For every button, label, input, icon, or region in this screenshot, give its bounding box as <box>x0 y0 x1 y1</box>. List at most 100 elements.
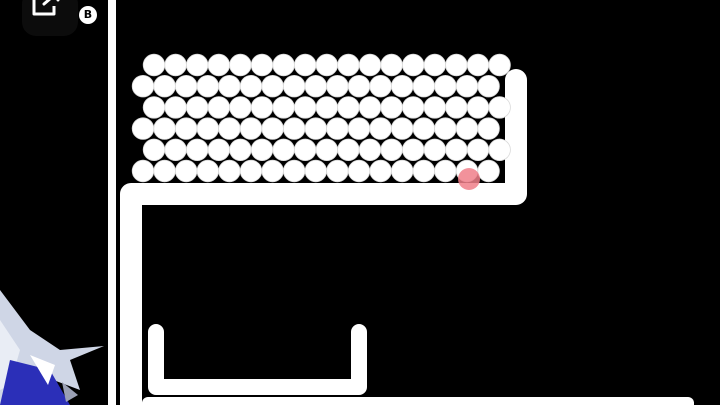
ball <box>153 74 176 98</box>
ball <box>207 138 231 162</box>
ball <box>369 74 392 98</box>
ball <box>272 53 295 77</box>
side-panel: B <box>0 0 108 405</box>
ball <box>250 53 274 77</box>
ball <box>218 74 241 98</box>
panel-divider <box>108 0 116 405</box>
bottom-floor <box>142 397 694 405</box>
ball <box>391 117 414 140</box>
ball <box>347 74 371 98</box>
ball <box>477 74 500 98</box>
ball <box>131 74 155 98</box>
ball <box>294 138 317 162</box>
ball <box>402 53 425 77</box>
ball <box>412 117 436 140</box>
ball <box>455 74 479 98</box>
ball <box>369 117 392 140</box>
ball <box>294 53 317 77</box>
ball <box>434 74 457 98</box>
ball <box>185 138 209 162</box>
ball <box>434 159 457 183</box>
ball <box>196 74 220 98</box>
ball <box>455 117 479 140</box>
ball <box>315 53 339 77</box>
ball <box>488 53 511 77</box>
ball <box>347 117 371 140</box>
ball <box>229 138 252 162</box>
ball <box>131 159 155 183</box>
ball <box>358 53 382 77</box>
ball <box>142 96 166 119</box>
ball <box>164 53 187 77</box>
ball <box>272 138 295 162</box>
ball <box>391 74 414 98</box>
ball <box>423 53 447 77</box>
ball <box>466 138 490 162</box>
ball <box>445 138 468 162</box>
ball <box>294 96 317 119</box>
ball <box>304 117 328 140</box>
ball <box>369 159 392 183</box>
ball <box>261 74 284 98</box>
ball <box>174 117 198 140</box>
ball <box>283 74 306 98</box>
ball <box>337 53 360 77</box>
exit-button[interactable]: B <box>22 0 97 36</box>
ball <box>261 117 284 140</box>
ball <box>283 117 306 140</box>
ball-pile <box>131 53 511 190</box>
ball <box>337 96 360 119</box>
ball <box>337 138 360 162</box>
play-area[interactable] <box>116 0 720 405</box>
ball <box>380 96 403 119</box>
ball <box>380 138 403 162</box>
ball <box>207 96 231 119</box>
cup-container <box>148 324 367 395</box>
ball <box>326 74 349 98</box>
ball <box>304 159 328 183</box>
ball <box>326 117 349 140</box>
ball <box>423 138 447 162</box>
ball <box>402 138 425 162</box>
ball <box>434 117 457 140</box>
ball <box>445 96 468 119</box>
ball <box>142 138 166 162</box>
ball <box>229 96 252 119</box>
ball <box>185 53 209 77</box>
ball <box>250 96 274 119</box>
ball <box>315 138 339 162</box>
ball <box>131 117 155 140</box>
ball <box>347 159 371 183</box>
ball <box>261 159 284 183</box>
ball <box>412 159 436 183</box>
ball <box>153 159 176 183</box>
ball <box>391 159 414 183</box>
ball <box>304 74 328 98</box>
ball <box>196 159 220 183</box>
ball <box>229 53 252 77</box>
ball <box>326 159 349 183</box>
highlighted-ball[interactable] <box>458 168 480 190</box>
ball <box>477 117 500 140</box>
ball <box>488 138 511 162</box>
ball <box>207 53 231 77</box>
upper-shelf-wall <box>120 69 527 405</box>
exit-icon <box>32 0 60 16</box>
ball <box>380 53 403 77</box>
ball <box>358 96 382 119</box>
ball <box>153 117 176 140</box>
ball <box>239 117 263 140</box>
ball <box>423 96 447 119</box>
ball <box>164 138 187 162</box>
ball <box>239 74 263 98</box>
ball <box>239 159 263 183</box>
ball <box>358 138 382 162</box>
ball <box>477 159 500 183</box>
ball <box>218 117 241 140</box>
ball <box>466 53 490 77</box>
ball <box>218 159 241 183</box>
ball <box>272 96 295 119</box>
ball <box>250 138 274 162</box>
ball <box>185 96 209 119</box>
ball <box>174 74 198 98</box>
